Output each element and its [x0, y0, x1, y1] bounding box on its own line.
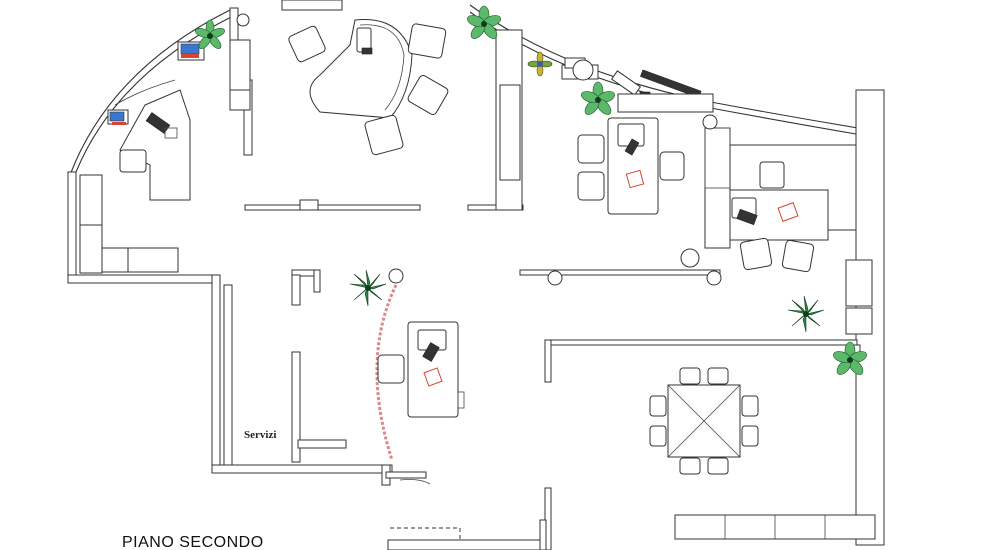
plant-icon — [787, 295, 825, 333]
conference-room — [544, 339, 876, 550]
services-room: Servizi — [223, 269, 347, 466]
left-wing-walls — [67, 7, 524, 486]
entrance-area — [387, 479, 547, 550]
columns — [236, 13, 722, 286]
plant-icon — [195, 19, 225, 49]
plant-icon — [467, 5, 501, 39]
plant-icon — [349, 269, 387, 307]
plant-icon — [833, 341, 867, 375]
center-office — [375, 284, 465, 461]
plant-icon — [581, 81, 615, 115]
round-meeting-desk — [281, 0, 449, 156]
right-office — [704, 89, 885, 546]
left-workstation — [107, 79, 191, 201]
central-office — [495, 29, 721, 276]
plant-icon — [527, 51, 553, 77]
left-cabinets — [79, 39, 251, 274]
services-label: Servizi — [244, 429, 276, 441]
floor-label: PIANO SECONDO — [122, 534, 264, 550]
